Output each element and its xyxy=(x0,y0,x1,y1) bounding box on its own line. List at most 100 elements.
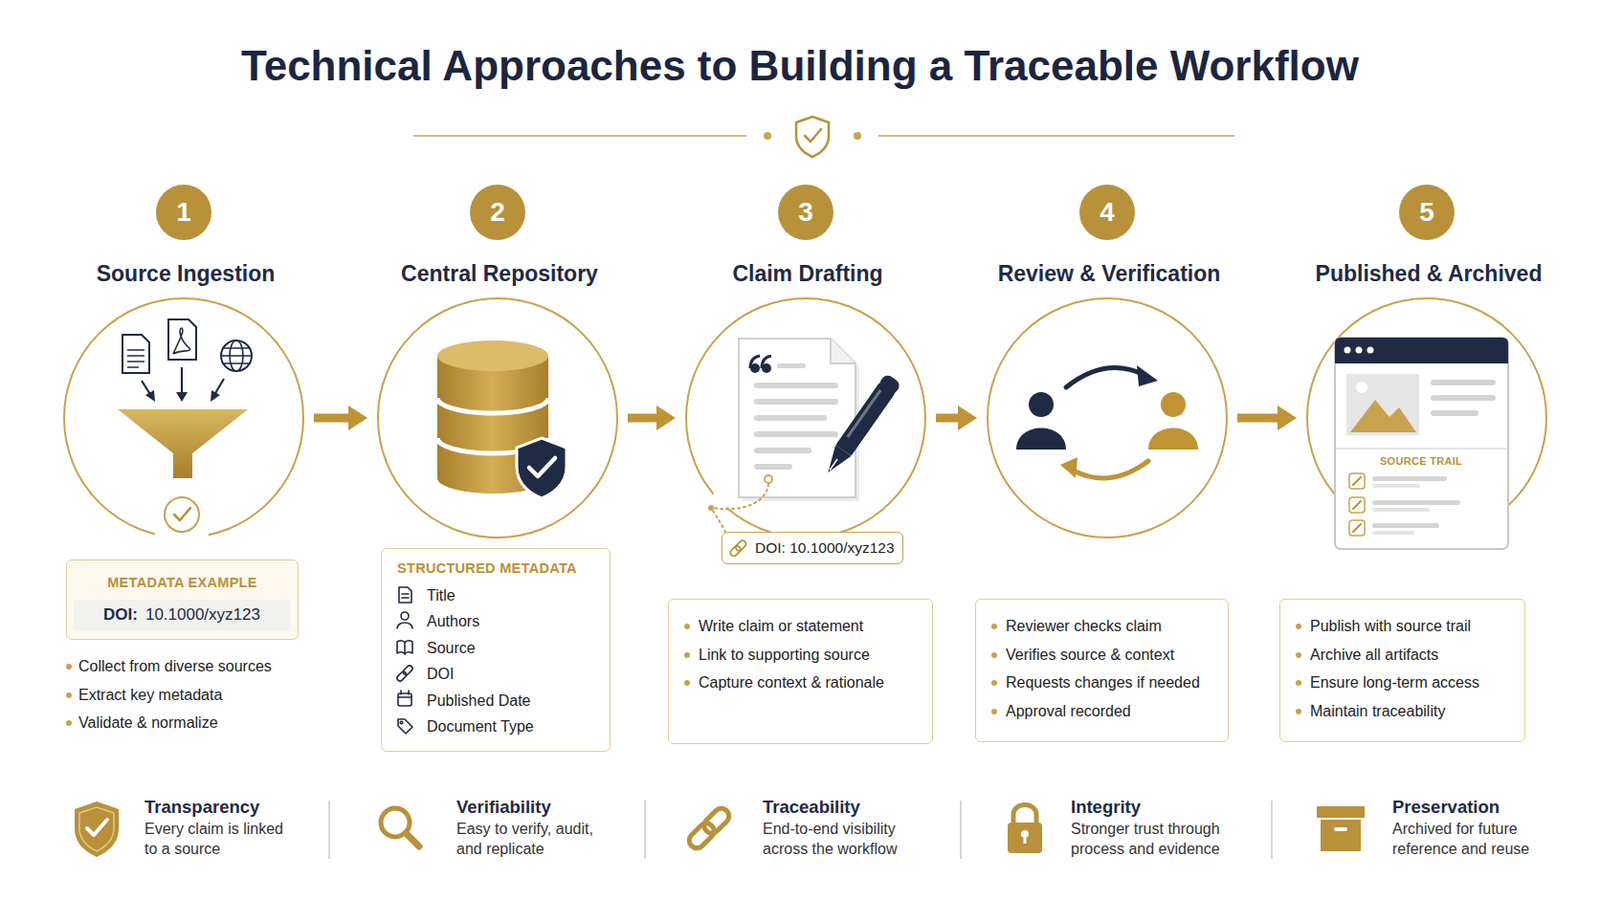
drafting-illustration xyxy=(754,399,839,405)
feature-description: Stronger trust through process and evide… xyxy=(1070,819,1242,860)
publish-illustration xyxy=(1344,347,1352,355)
drafting-illustration xyxy=(712,484,769,510)
drafting-illustration xyxy=(764,475,773,484)
feature-icons xyxy=(686,805,733,852)
feature-icons xyxy=(701,805,734,838)
metadata-box: METADATA EXAMPLE DOI:10.1000/xyz123 xyxy=(66,559,299,641)
feature-description: Archived for future reference and reuse xyxy=(1392,819,1556,860)
feature-icons xyxy=(74,801,119,858)
bullet-item: Link to supporting source xyxy=(668,641,933,670)
drafting-illustration xyxy=(754,447,812,454)
bullet-text: Collect from diverse sources xyxy=(78,656,299,678)
ingestion-illustration xyxy=(180,367,183,395)
drafting-illustration xyxy=(708,505,714,512)
flow-arrow-shaft xyxy=(627,414,658,423)
database-illustration xyxy=(437,438,549,454)
bullet-box: Write claim or statementLink to supporti… xyxy=(667,599,934,745)
panel-heading: SOURCE TRAIL xyxy=(1358,454,1484,468)
metadata-field: Title xyxy=(381,582,610,609)
review-illustration xyxy=(1016,428,1067,451)
ingestion-illustration xyxy=(164,497,200,533)
flow-arrow-head xyxy=(957,405,978,431)
metadata-field: DOI xyxy=(381,661,610,688)
title-divider xyxy=(413,134,747,137)
bullet-item: Capture context & rationale xyxy=(668,668,933,698)
publish-illustration xyxy=(1355,347,1363,355)
bullet-text: Extract key metadata xyxy=(78,685,299,707)
drafting-illustration xyxy=(835,382,895,457)
flow-arrow-head xyxy=(1277,405,1297,431)
drafting-illustration xyxy=(820,444,851,478)
flow-arrow xyxy=(1237,405,1297,431)
step-badge: 3 xyxy=(777,184,834,241)
review-illustration xyxy=(1073,461,1149,479)
step-number: 3 xyxy=(798,197,814,228)
feature-separators xyxy=(1270,800,1272,860)
step-title: Published & Archived xyxy=(1241,259,1600,289)
drafting-illustration xyxy=(738,338,856,498)
flow-arrow xyxy=(313,405,368,431)
publish-illustration xyxy=(1430,395,1496,401)
drafting-illustration xyxy=(820,373,902,479)
publish-illustration xyxy=(1346,374,1420,436)
feature-icons xyxy=(405,833,420,847)
drafting-illustration xyxy=(750,363,760,374)
feature-description: End-to-end visibility across the workflo… xyxy=(762,819,926,860)
ingestion-illustration xyxy=(210,390,221,402)
drafting-illustration xyxy=(761,363,772,374)
database-illustration xyxy=(437,340,549,372)
drafting-illustration xyxy=(710,491,730,512)
ingestion-illustration xyxy=(145,390,156,402)
step-circle: Published & Archived xyxy=(1306,297,1548,539)
publish-illustration xyxy=(1372,523,1440,529)
publish-illustration xyxy=(1334,337,1509,550)
publish-illustration xyxy=(1372,484,1421,489)
doi-field: DOI:10.1000/xyz123 xyxy=(73,600,290,631)
step-badge: 2 xyxy=(469,184,526,241)
feature-title: Transparency xyxy=(144,797,308,819)
bullet-item: Maintain traceability xyxy=(1280,697,1525,727)
doi-text: DOI: xyxy=(103,605,138,625)
bullet-box: Publish with source trailArchive all art… xyxy=(1279,599,1526,743)
flow-arrow-shaft xyxy=(935,414,959,423)
flow-arrow xyxy=(627,405,676,431)
step-circle: Source Ingestion xyxy=(63,297,305,539)
drafting-illustration xyxy=(754,382,839,389)
database-illustration xyxy=(516,438,567,499)
publish-illustration xyxy=(1372,500,1461,506)
step-number: 5 xyxy=(1419,197,1435,228)
box-heading: METADATA EXAMPLE xyxy=(66,573,298,593)
feature-icons xyxy=(1021,830,1029,839)
database-illustration xyxy=(529,458,556,477)
ingestion-illustration xyxy=(153,495,211,554)
drafting-illustration xyxy=(754,464,793,470)
diagram-title: Technical Approaches to Building a Trace… xyxy=(0,40,1600,92)
step-number: 4 xyxy=(1099,197,1115,228)
bullet-item: Publish with source trail xyxy=(1280,612,1525,642)
feature-separators xyxy=(959,800,961,860)
feature-icons xyxy=(1013,805,1037,826)
flow-arrow-shaft xyxy=(313,414,350,423)
ingestion-illustration xyxy=(173,328,191,355)
review-illustration xyxy=(1060,457,1078,479)
ingestion-illustration xyxy=(229,340,244,372)
bullet-item: Ensure long-term access xyxy=(1280,668,1525,698)
database-illustration xyxy=(437,463,549,494)
metadata-field: Published Date xyxy=(381,688,610,714)
drafting-illustration xyxy=(761,355,772,369)
feature-title: Verifiability xyxy=(456,797,620,819)
step-badge: 4 xyxy=(1079,184,1135,241)
ingestion-illustration xyxy=(117,319,252,554)
bullet-box: Reviewer checks claimVerifies source & c… xyxy=(975,599,1229,743)
box-heading: STRUCTURED METADATA xyxy=(397,558,610,578)
drafting-illustration xyxy=(712,511,726,533)
review-illustration xyxy=(1148,428,1199,451)
publish-illustration xyxy=(1372,531,1415,535)
feature-icons xyxy=(1007,822,1043,854)
step-badge: 1 xyxy=(155,184,212,241)
title-divider xyxy=(853,132,862,140)
feature-description: Easy to verify, audit, and replicate xyxy=(456,819,620,860)
metadata-list-box: STRUCTURED METADATATitleAuthorsSourceDOI… xyxy=(380,548,611,753)
